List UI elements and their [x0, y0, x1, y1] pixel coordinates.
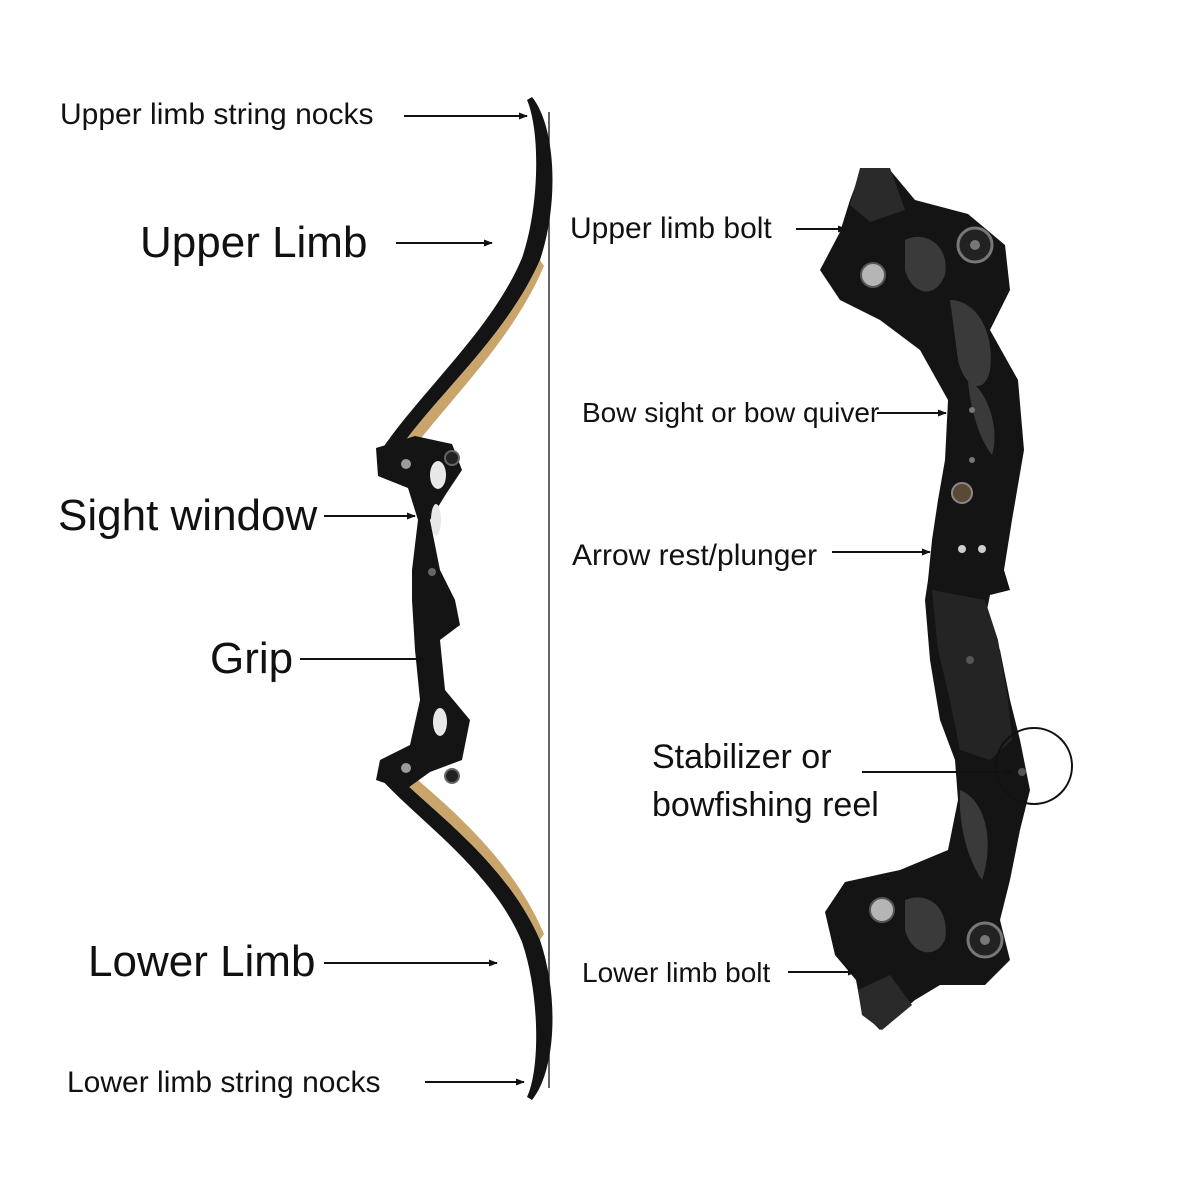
stabilizer-highlight-circle [995, 727, 1073, 805]
stabilizer-label: Stabilizer or bowfishing reel [652, 733, 879, 829]
small-riser [376, 436, 470, 790]
stabilizer-label-line1: Stabilizer or [652, 738, 832, 776]
lower-limb [380, 770, 553, 1100]
lower-nock-block [858, 975, 912, 1030]
upper-limb-adjuster-hub [970, 240, 980, 250]
lower-limb-label: Lower Limb [88, 937, 316, 986]
plunger-hole [428, 568, 436, 576]
lower-riser-cutout [959, 790, 988, 880]
lower-nocks-label: Lower limb string nocks [67, 1066, 381, 1099]
upper-riser-cutout [968, 380, 995, 455]
sight-window-cutout [431, 504, 441, 536]
upper-limb-bolt [860, 262, 886, 288]
sight-quiver-label: Bow sight or bow quiver [582, 397, 880, 428]
grip-surface [932, 590, 1012, 760]
grip-label: Grip [210, 634, 294, 683]
upper-limb [380, 97, 553, 460]
upper-nock-block [850, 168, 905, 222]
upper-limb-label: Upper Limb [140, 218, 368, 267]
lower-limb-bolt [869, 897, 895, 923]
lower-bolt-label: Lower limb bolt [582, 957, 771, 988]
limb-bolt [401, 763, 411, 773]
upper-bolt-label: Upper limb bolt [570, 212, 772, 245]
sight-mount-hole [969, 457, 975, 463]
recurve-bow-illustration [376, 97, 553, 1100]
limb-bolt [444, 450, 460, 466]
sight-window-cutout [430, 461, 446, 489]
plunger-hole [978, 545, 986, 553]
upper-nocks-label: Upper limb string nocks [60, 98, 374, 131]
grip-screw [966, 656, 974, 664]
riser-cutout [433, 708, 447, 736]
lower-riser-cutout [905, 897, 946, 953]
brand-medallion [951, 482, 973, 504]
sight-window-label: Sight window [58, 491, 318, 540]
arrow-rest-label: Arrow rest/plunger [572, 539, 818, 572]
riser-closeup-illustration [820, 168, 1030, 1030]
limb-bolt [444, 768, 460, 784]
sight-mount-hole [969, 407, 975, 413]
lower-limb-adjuster-hub [980, 935, 990, 945]
limb-bolt [401, 459, 411, 469]
plunger-hole [958, 545, 966, 553]
stabilizer-hole [1018, 768, 1026, 776]
upper-riser-cutout [905, 236, 946, 292]
stabilizer-label-line2: bowfishing reel [652, 786, 879, 824]
upper-riser-cutout [950, 300, 991, 387]
upper-limb-wood-face [392, 260, 544, 464]
